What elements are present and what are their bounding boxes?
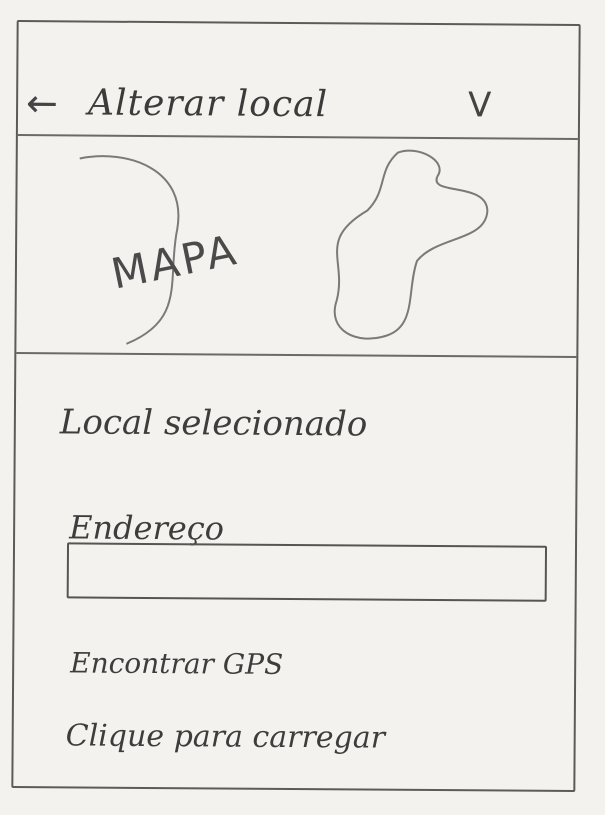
map-sketch — [79, 149, 489, 345]
phone-frame: ← Alterar local V MAPA Local selecionado… — [11, 20, 581, 792]
find-gps-link[interactable]: Encontrar GPS — [70, 646, 284, 681]
address-input[interactable] — [66, 542, 548, 602]
selected-location-label: Local selecionado — [59, 402, 368, 445]
back-arrow-icon[interactable]: ← — [25, 81, 59, 126]
page-title: Alterar local — [87, 82, 329, 126]
header: ← Alterar local V — [18, 22, 579, 138]
chevron-down-icon[interactable]: V — [467, 85, 492, 126]
click-to-load-link[interactable]: Clique para carregar — [65, 718, 386, 756]
map-area[interactable]: MAPA — [16, 138, 577, 354]
